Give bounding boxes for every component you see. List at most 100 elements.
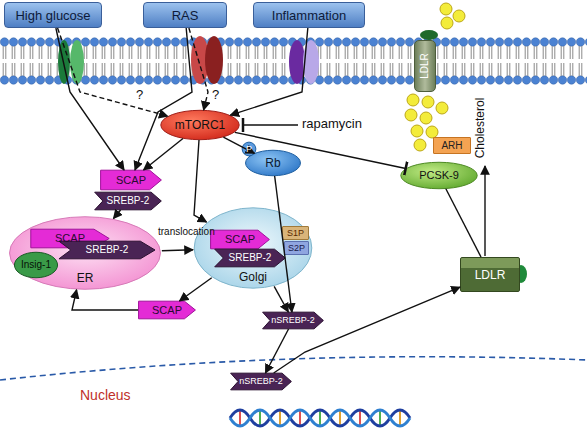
node-label: SCAP [116, 175, 146, 186]
node-label: PCSK-9 [419, 170, 459, 181]
dna-rung [399, 411, 401, 425]
arrow-connector [223, 137, 254, 153]
cholesterol-label: Cholesterol [474, 98, 486, 159]
ldlr-receptor: LDLR [460, 257, 520, 292]
er-compartment-shape [10, 217, 161, 290]
node-label: LDLR [420, 53, 430, 79]
node-label: P [246, 145, 252, 154]
er-compartment: ERSCAPSREBP-2Insig-1 [8, 216, 162, 290]
dna-rung [279, 411, 281, 425]
srebp2-protein-shape [95, 192, 162, 210]
arrow-connector [189, 28, 208, 110]
dna-rung [299, 411, 301, 425]
arrow-connector [275, 176, 292, 312]
arrow-connector [144, 139, 183, 170]
node-label: Rb [265, 157, 280, 169]
node-label: Golgi [239, 271, 267, 283]
arrow-connector [56, 28, 124, 170]
s1p-protease: S1P [282, 226, 309, 240]
node-label: SCAP [152, 305, 182, 316]
node-label: SREBP-2 [107, 196, 150, 206]
arrow-connector [72, 290, 138, 310]
inhibition-bar [242, 118, 245, 132]
pcsk9-protein-shape [401, 162, 477, 188]
edge-label: ? [212, 88, 219, 101]
glucose-receptor [70, 40, 84, 84]
node-label: SREBP-2 [86, 245, 129, 255]
inflammation-receptor [303, 40, 319, 84]
node-label: High glucose [15, 9, 90, 22]
ras-receptor [205, 36, 223, 84]
stimulus-box: High glucose [4, 2, 102, 28]
srebp2-protein-shape [59, 241, 155, 259]
cholesterol-dot [414, 139, 426, 151]
glucose-receptor [58, 40, 70, 84]
inhibitor-label: rapamycin [302, 117, 362, 130]
dna-rung [339, 411, 341, 425]
dna-rung [359, 411, 361, 425]
arrow-connector [274, 287, 460, 373]
cholesterol-dot [422, 96, 434, 108]
node-label: S2P [288, 244, 305, 253]
arrow-connector [58, 28, 168, 116]
stimulus-box: Inflammation [253, 2, 365, 28]
inhibition-connector [235, 132, 406, 168]
node-label: SCAP [225, 234, 255, 245]
cholesterol-dot [440, 3, 452, 15]
scap-protein: SCAP [100, 170, 162, 190]
mtorc1-complex: mTORC1 [160, 110, 240, 140]
node-label: S1P [287, 229, 304, 238]
inhibition-line [243, 124, 298, 126]
node-label: nSREBP-2 [239, 377, 283, 386]
nsrebp2-protein: nSREBP-2 [230, 373, 292, 390]
scap-protein-shape [139, 301, 196, 319]
cholesterol-dot [420, 112, 432, 124]
arrow-connector [135, 28, 192, 170]
edge-label: translocation [158, 227, 215, 237]
node-label: ARH [441, 141, 462, 151]
dna-strand [230, 410, 410, 426]
mtorc1-complex-shape [161, 110, 239, 139]
stimulus-box: RAS [143, 2, 227, 28]
cholesterol-dot [453, 10, 465, 22]
phosphate-mark-shape [242, 142, 256, 156]
scap-protein: SCAP [138, 301, 196, 319]
cholesterol-dot [436, 102, 448, 114]
inflammation-receptor [289, 40, 305, 84]
arrow-connector [162, 249, 193, 251]
cholesterol-dot [407, 94, 419, 106]
s2p-protease: S2P [284, 241, 309, 255]
insig1-protein-shape [14, 252, 57, 277]
srebp2-protein-shape [215, 249, 286, 267]
node-label: Insig-1 [21, 260, 51, 270]
node-label: SCAP [55, 233, 85, 244]
scap-protein-shape [101, 170, 162, 190]
arrow-connector [179, 278, 211, 301]
pcsk9-protein: PCSK-9 [400, 162, 478, 189]
dna-rung [319, 411, 321, 425]
golgi-compartment: Golgi SCAP SREBP-2 S1P S2P [193, 207, 313, 289]
nuclear-envelope [0, 357, 587, 380]
node-label: LDLR [475, 269, 506, 281]
cell-membrane [0, 37, 587, 85]
ldl-particle [420, 30, 438, 40]
nsrebp2-protein: nSREBP-2 [262, 312, 324, 329]
node-label: nSREBP-2 [271, 316, 315, 325]
scap-protein: SCAP [210, 230, 270, 249]
arrow-connector [113, 210, 120, 219]
nsrebp2-protein-shape [263, 312, 324, 329]
phosphate-mark: P [242, 142, 256, 156]
node-label: SREBP-2 [229, 253, 272, 263]
cholesterol-dot [411, 125, 423, 137]
arrow-connector [446, 189, 481, 257]
dna-strand [230, 410, 410, 426]
nsrebp2-protein-shape [231, 373, 292, 390]
rb-protein: RbP [245, 150, 301, 176]
dna-rung [379, 411, 381, 425]
arrow-connector [230, 28, 308, 115]
edge-label: ? [136, 88, 143, 101]
